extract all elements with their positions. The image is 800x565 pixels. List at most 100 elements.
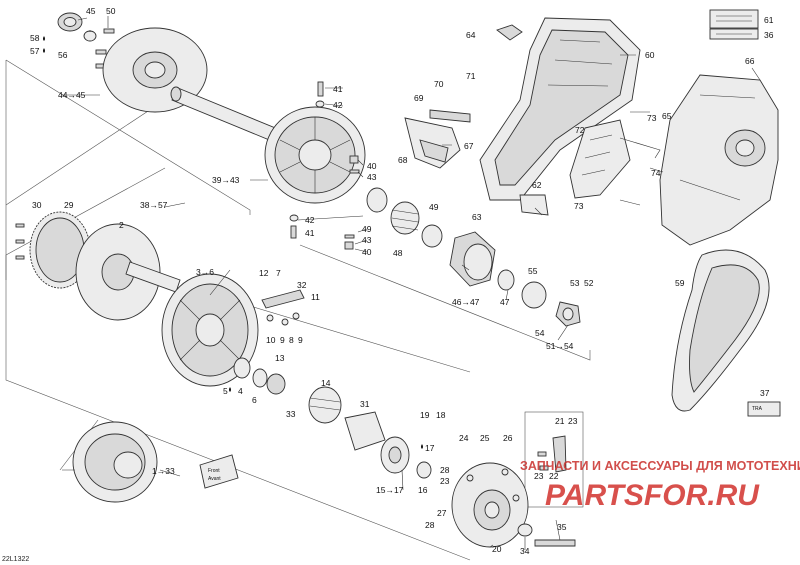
callout-65: 65 bbox=[662, 111, 672, 121]
bushings-4-6 bbox=[233, 357, 286, 395]
callout-31: 31 bbox=[360, 399, 370, 409]
callout-70: 70 bbox=[434, 79, 444, 89]
svg-text:TRA: TRA bbox=[752, 406, 763, 412]
callout-13: 13 bbox=[275, 353, 285, 363]
callout-7: 7 bbox=[276, 268, 281, 278]
callout-63: 63 bbox=[472, 212, 482, 222]
callout-4: 4 bbox=[238, 386, 243, 396]
callout-47: 47 bbox=[500, 297, 510, 307]
callout-40-top: 40 bbox=[367, 161, 377, 171]
leader bbox=[62, 16, 761, 550]
washer-49-a bbox=[366, 187, 388, 213]
callout-36: 36 bbox=[764, 30, 774, 40]
callout-23-box: 23 bbox=[534, 471, 544, 481]
callout-26: 26 bbox=[503, 433, 513, 443]
callout-49-b: 49 bbox=[429, 202, 439, 212]
decal-36 bbox=[709, 28, 759, 40]
callout-9-b: 9 bbox=[298, 335, 303, 345]
callout-46-47: 46→47 bbox=[452, 297, 480, 307]
callout-37: 37 bbox=[760, 388, 770, 398]
callout-24: 24 bbox=[459, 433, 469, 443]
watermark: ЗАПЧАСТИ И АКСЕССУАРЫ ДЛЯ МОТОТЕХНИКИ PA… bbox=[520, 459, 800, 512]
bracket-72 bbox=[569, 119, 631, 199]
callout-42-bottom: 42 bbox=[305, 215, 315, 225]
seal-ring-58 bbox=[57, 12, 83, 32]
callout-51-54: 51→54 bbox=[546, 341, 574, 351]
cam-31 bbox=[344, 411, 386, 451]
callout-49-a: 49 bbox=[362, 224, 372, 234]
bolt-35 bbox=[534, 539, 576, 547]
outer-cover-65 bbox=[659, 74, 779, 246]
callout-3-6: 3→6 bbox=[196, 267, 214, 277]
callout-10: 10 bbox=[266, 335, 276, 345]
screws-30 bbox=[15, 223, 25, 260]
rollers-40 bbox=[344, 155, 360, 250]
callout-8: 8 bbox=[289, 335, 294, 345]
callout-59: 59 bbox=[675, 278, 685, 288]
washer-49-b bbox=[421, 224, 443, 248]
callout-41-bottom: 41 bbox=[305, 228, 315, 238]
callout-22: 22 bbox=[549, 471, 559, 481]
callout-54: 54 bbox=[535, 328, 545, 338]
bracket-67 bbox=[404, 117, 461, 169]
callout-28-bottom: 28 bbox=[425, 520, 435, 530]
callout-74: 74 bbox=[651, 168, 661, 178]
callout-50: 50 bbox=[106, 6, 116, 16]
washer-34 bbox=[517, 523, 533, 537]
fixed-sheave-2 bbox=[75, 223, 181, 321]
callout-72: 72 bbox=[575, 125, 585, 135]
callout-43-top: 43 bbox=[367, 172, 377, 182]
callout-14: 14 bbox=[321, 378, 331, 388]
stamp-line-2: Avant bbox=[208, 476, 221, 482]
washer-45 bbox=[83, 30, 97, 42]
callout-64: 64 bbox=[466, 30, 476, 40]
callout-43-bottom: 43 bbox=[362, 235, 372, 245]
callout-19: 19 bbox=[420, 410, 430, 420]
guide-line bbox=[5, 59, 251, 215]
callout-29: 29 bbox=[64, 200, 74, 210]
callout-20: 20 bbox=[492, 544, 502, 554]
callout-27: 27 bbox=[437, 508, 447, 518]
spring-48 bbox=[390, 201, 420, 235]
callout-12: 12 bbox=[259, 268, 269, 278]
stamp-line-1: Front bbox=[208, 468, 220, 474]
drive-belt-59 bbox=[671, 249, 770, 412]
callout-67: 67 bbox=[464, 141, 474, 151]
callout-30: 30 bbox=[32, 200, 42, 210]
callout-55: 55 bbox=[528, 266, 538, 276]
callout-28-top: 28 bbox=[440, 465, 450, 475]
callout-23-left: 23 bbox=[440, 476, 450, 486]
callout-labels: 45 50 58 57 56 44→45 41 42 40 43 39→43 3… bbox=[30, 6, 774, 556]
callout-71: 71 bbox=[466, 71, 476, 81]
plate-69 bbox=[429, 109, 471, 123]
callout-45: 45 bbox=[86, 6, 96, 16]
spring-14 bbox=[308, 386, 342, 424]
spider-46 bbox=[449, 231, 496, 287]
callout-1-33: 1→33 bbox=[152, 466, 175, 476]
callout-15-17: 15→17 bbox=[376, 485, 404, 495]
bushing-51 bbox=[555, 301, 581, 327]
callout-25: 25 bbox=[480, 433, 490, 443]
hub-15 bbox=[380, 436, 410, 474]
bracket-box bbox=[524, 411, 584, 508]
callout-23-right: 23 bbox=[568, 416, 578, 426]
callout-61: 61 bbox=[764, 15, 774, 25]
callout-62: 62 bbox=[532, 180, 542, 190]
decal-61 bbox=[709, 9, 759, 29]
callout-73-bottom: 73 bbox=[574, 201, 584, 211]
washer-16 bbox=[416, 461, 432, 479]
callout-66: 66 bbox=[745, 56, 755, 66]
callout-5: 5 bbox=[223, 386, 228, 396]
callout-34: 34 bbox=[520, 546, 530, 556]
drive-shaft bbox=[170, 86, 291, 147]
callout-44-45: 44→45 bbox=[58, 90, 86, 100]
movable-sheave-39 bbox=[264, 106, 366, 204]
ring-gear-29 bbox=[29, 211, 91, 289]
belt-label-37: TRA bbox=[747, 401, 781, 417]
front-avant-stamp: Front Avant bbox=[199, 454, 239, 489]
watermark-line-2: PARTSFOR.RU bbox=[545, 479, 760, 512]
gear-housing-20 bbox=[451, 462, 529, 548]
callout-11: 11 bbox=[311, 292, 320, 302]
callout-18: 18 bbox=[436, 410, 446, 420]
